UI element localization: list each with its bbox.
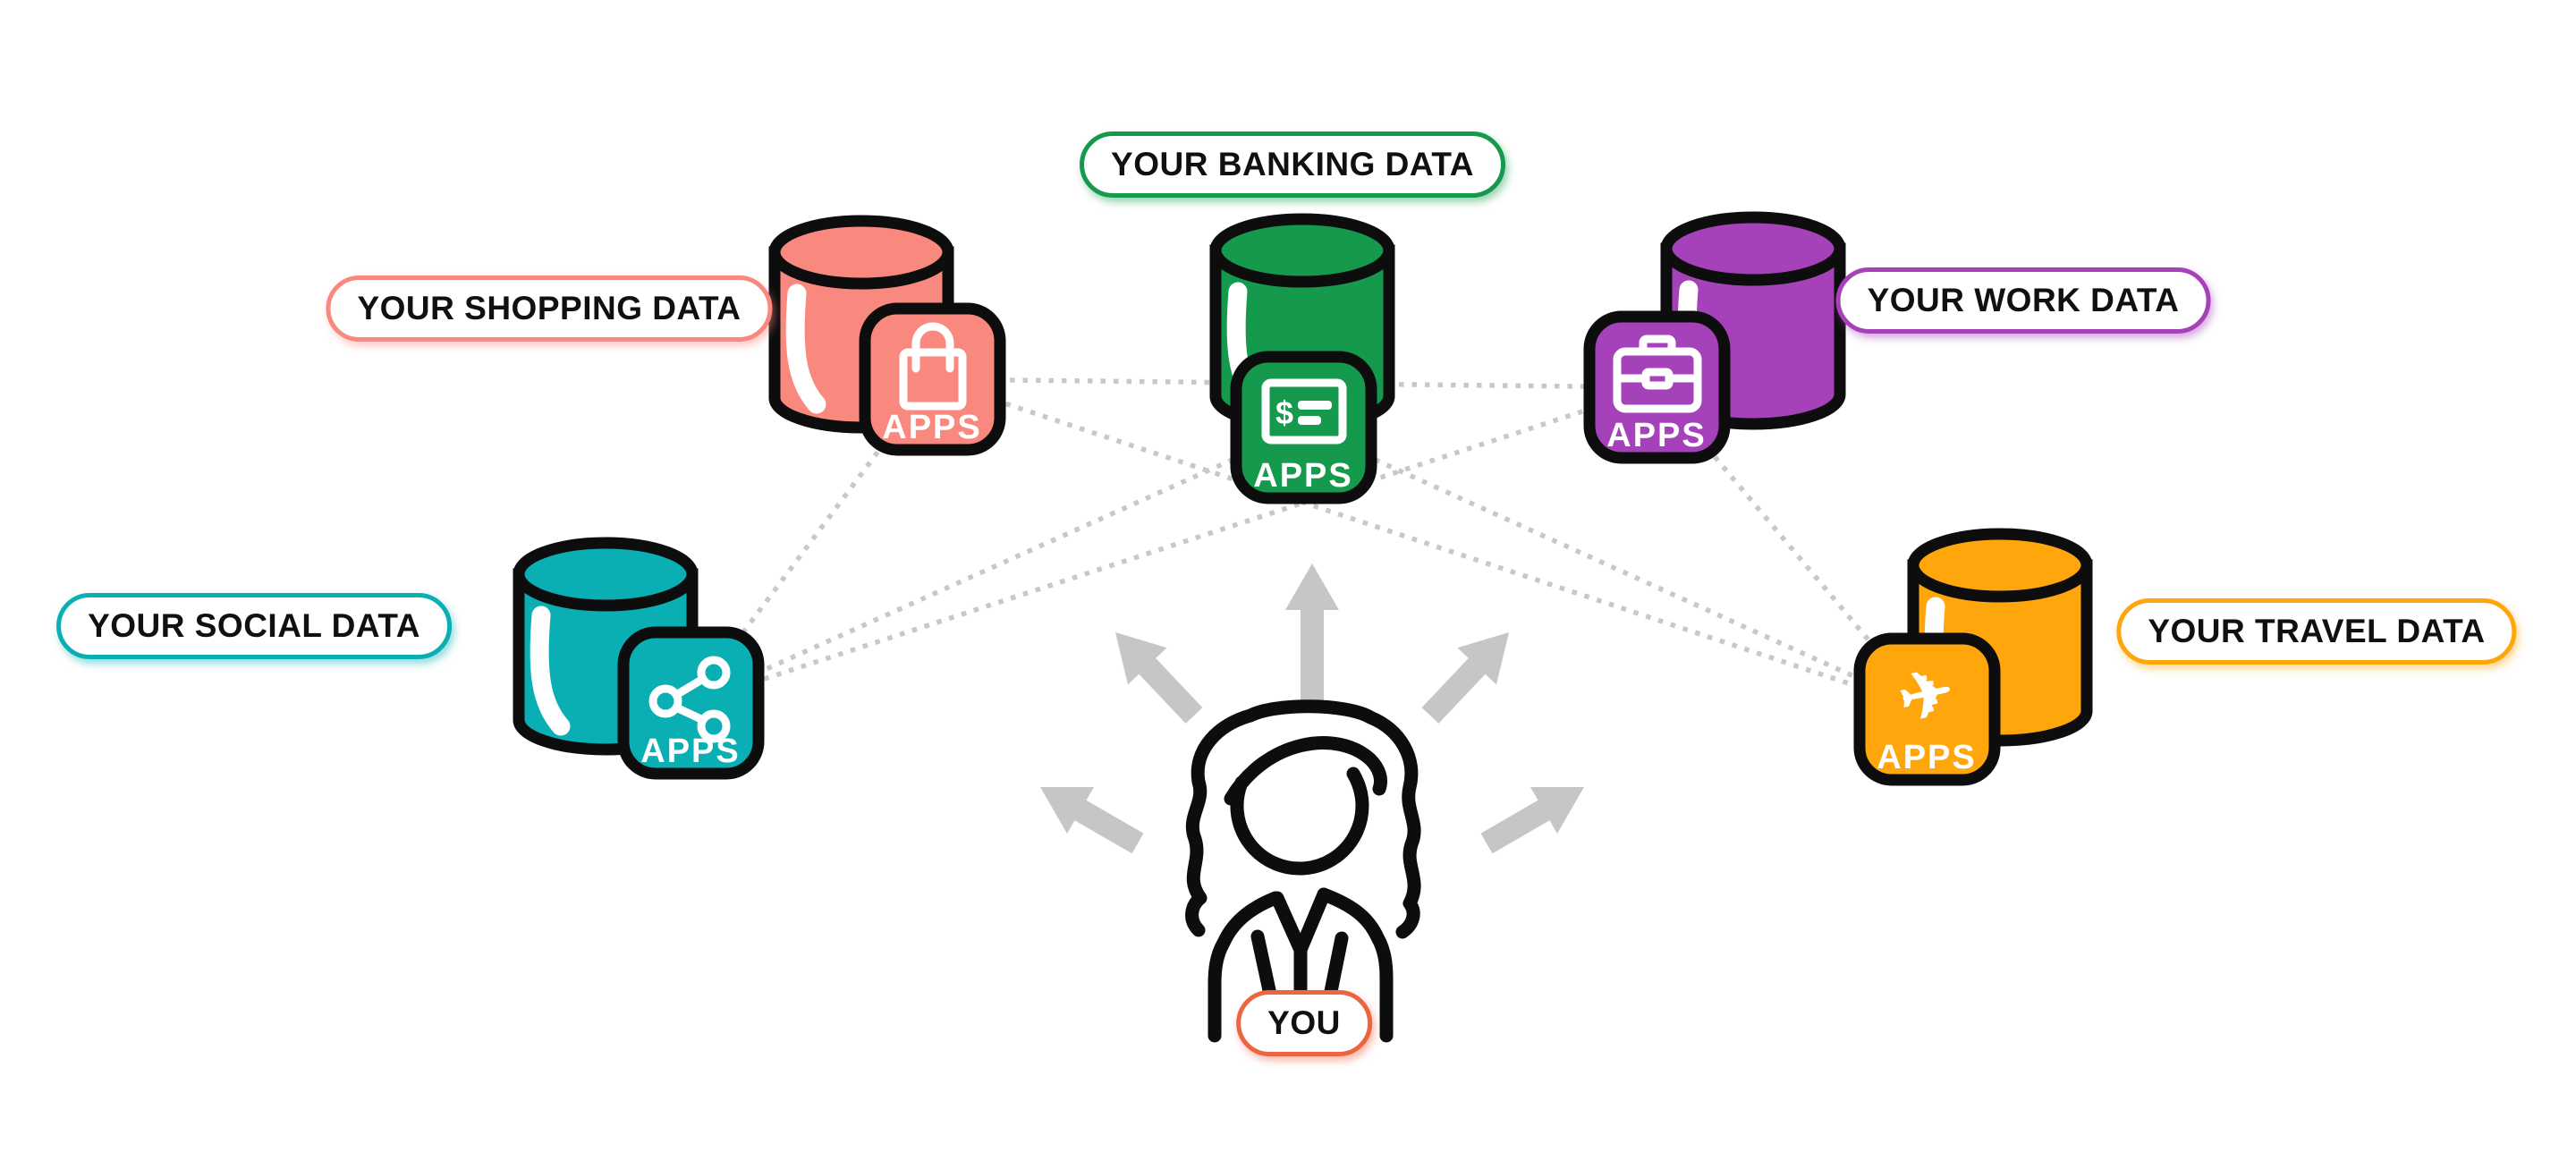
arrow-up-left-icon	[1115, 632, 1203, 724]
connection-banking-travel	[1302, 425, 1928, 712]
connection-shopping-travel	[931, 377, 1928, 712]
banking-apps-tile: $ APPS	[1230, 351, 1377, 504]
shopping-apps-tile: APPS	[859, 302, 1006, 456]
connection-shopping-work	[931, 377, 1657, 390]
label-your-shopping-data: YOUR SHOPPING DATA	[326, 275, 773, 342]
apps-label: APPS	[1253, 457, 1352, 495]
apps-label: APPS	[1606, 417, 1706, 454]
briefcase-icon	[1613, 335, 1702, 413]
arrow-right-icon	[1480, 787, 1584, 854]
apps-label: APPS	[640, 733, 740, 770]
connection-banking-social	[689, 425, 1306, 706]
apps-label: APPS	[882, 409, 981, 446]
shopping-bag-icon	[899, 322, 967, 411]
apps-label: APPS	[1877, 739, 1976, 776]
label-your-banking-data: YOUR BANKING DATA	[1080, 131, 1505, 198]
person-icon	[1185, 699, 1421, 1043]
arrow-up-right-icon	[1421, 632, 1509, 724]
user-figure-with-arrows	[1040, 563, 1584, 1043]
work-apps-tile: APPS	[1583, 310, 1731, 464]
arrow-up-icon	[1285, 563, 1339, 707]
social-apps-tile: APPS	[617, 626, 765, 780]
travel-apps-tile: ✈ APPS	[1853, 632, 2001, 786]
connection-work-social	[690, 385, 1657, 706]
svg-text:$: $	[1275, 394, 1293, 431]
radiating-arrows	[1040, 563, 1584, 854]
label-your-travel-data: YOUR TRAVEL DATA	[2116, 598, 2517, 665]
label-your-social-data: YOUR SOCIAL DATA	[56, 593, 452, 659]
arrow-left-icon	[1040, 787, 1144, 854]
share-icon	[648, 656, 731, 743]
label-you: YOU	[1236, 990, 1372, 1056]
label-your-work-data: YOUR WORK DATA	[1835, 267, 2211, 334]
bank-check-icon: $	[1261, 378, 1347, 445]
